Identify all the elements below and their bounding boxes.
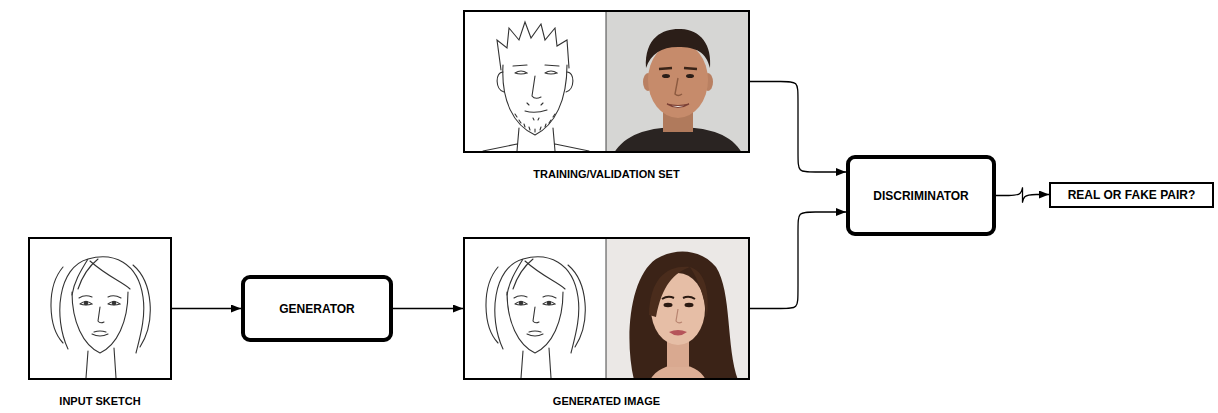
mouth [525, 110, 547, 112]
female-photo [606, 237, 750, 380]
brows [659, 68, 697, 69]
hair [646, 29, 710, 68]
panel-caption: GENERATED IMAGE [553, 395, 660, 407]
panel-caption: INPUT SKETCH [59, 395, 140, 407]
image-panel: TRAINING/VALIDATION SET [463, 10, 750, 153]
box-label: DISCRIMINATOR [873, 189, 969, 203]
flow-arrow [996, 188, 1049, 202]
image-panel: GENERATED IMAGE [463, 237, 750, 380]
process-box: DISCRIMINATOR [846, 155, 996, 236]
face-outline [503, 65, 567, 135]
box-label: GENERATOR [279, 302, 355, 316]
shoulders [650, 365, 706, 380]
photo-background [606, 237, 750, 380]
hair-back [629, 251, 738, 380]
photo-background [606, 10, 750, 153]
neck [483, 128, 589, 151]
eye [686, 74, 694, 78]
nose [532, 76, 541, 98]
process-box: GENERATOR [241, 275, 393, 342]
flow-arrow [750, 82, 846, 173]
hair-front [690, 267, 708, 317]
ears [497, 72, 573, 92]
stubble [515, 103, 555, 132]
hair-spikes [497, 22, 569, 70]
brows [662, 297, 695, 299]
female-sketch [486, 257, 585, 378]
image-panel: INPUT SKETCH [28, 237, 172, 380]
box-label: REAL OR FAKE PAIR? [1068, 188, 1196, 202]
panel-caption: TRAINING/VALIDATION SET [533, 168, 679, 180]
flow-arrow [393, 308, 463, 309]
male-photo [606, 10, 750, 153]
eye [664, 303, 673, 307]
pair-divider [606, 237, 607, 380]
flow-arrow [172, 308, 241, 309]
eye [662, 74, 670, 78]
hair-front [649, 267, 690, 317]
eye [685, 303, 694, 307]
eyes [513, 65, 559, 74]
pair-divider [606, 10, 607, 153]
male-sketch [483, 22, 589, 151]
mouth [667, 104, 689, 108]
flow-arrow [750, 212, 846, 309]
nose [675, 78, 682, 96]
face [648, 42, 708, 118]
nose [676, 309, 682, 323]
lips [669, 330, 687, 336]
female-sketch [51, 257, 150, 378]
output-box: REAL OR FAKE PAIR? [1049, 182, 1214, 208]
